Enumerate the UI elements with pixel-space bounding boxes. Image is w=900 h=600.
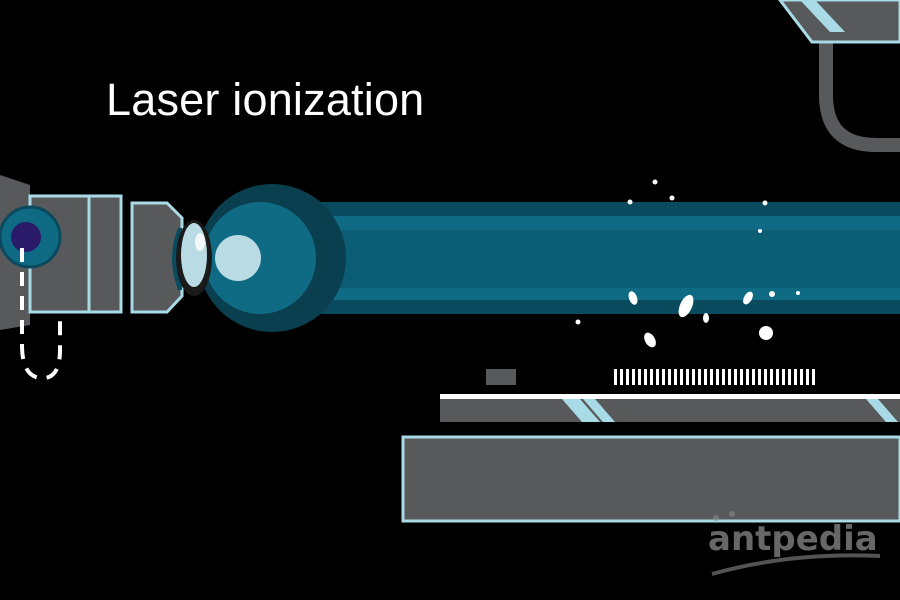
sample-spot bbox=[770, 369, 773, 385]
sample-spot bbox=[620, 369, 623, 385]
sample-spot bbox=[626, 369, 629, 385]
laser-source-icon bbox=[0, 175, 123, 381]
sample-spot bbox=[728, 369, 731, 385]
sample-spot bbox=[722, 369, 725, 385]
sample-spot bbox=[746, 369, 749, 385]
page-title: Laser ionization bbox=[106, 74, 425, 125]
sample-spot bbox=[698, 369, 701, 385]
sample-spot bbox=[668, 369, 671, 385]
sample-plate-icon bbox=[401, 369, 900, 523]
watermark-logo-icon bbox=[711, 511, 881, 576]
sample-spot bbox=[782, 369, 785, 385]
sample-spot bbox=[794, 369, 797, 385]
sample-spot bbox=[692, 369, 695, 385]
sample-spot bbox=[740, 369, 743, 385]
sample-spot bbox=[614, 369, 617, 385]
sample-spot bbox=[686, 369, 689, 385]
sample-spot bbox=[734, 369, 737, 385]
sample-spot bbox=[644, 369, 647, 385]
sample-spot bbox=[680, 369, 683, 385]
sample-spot bbox=[806, 369, 809, 385]
sample-spot bbox=[764, 369, 767, 385]
sample-spot bbox=[656, 369, 659, 385]
sample-spot bbox=[674, 369, 677, 385]
sample-spot bbox=[800, 369, 803, 385]
sample-spot bbox=[710, 369, 713, 385]
sample-spot bbox=[812, 369, 815, 385]
sample-spot bbox=[752, 369, 755, 385]
detector-arm-icon bbox=[778, 0, 900, 152]
watermark: antpedia bbox=[708, 519, 878, 559]
sample-spot bbox=[716, 369, 719, 385]
sample-spot bbox=[788, 369, 791, 385]
sample-spot bbox=[638, 369, 641, 385]
sample-spot bbox=[632, 369, 635, 385]
ion-particles bbox=[575, 179, 800, 348]
sample-spot bbox=[704, 369, 707, 385]
sample-spot bbox=[758, 369, 761, 385]
sample-spot bbox=[776, 369, 779, 385]
laser-beam bbox=[198, 184, 900, 332]
sample-spot bbox=[650, 369, 653, 385]
lens-icon bbox=[130, 201, 212, 314]
sample-spot bbox=[662, 369, 665, 385]
